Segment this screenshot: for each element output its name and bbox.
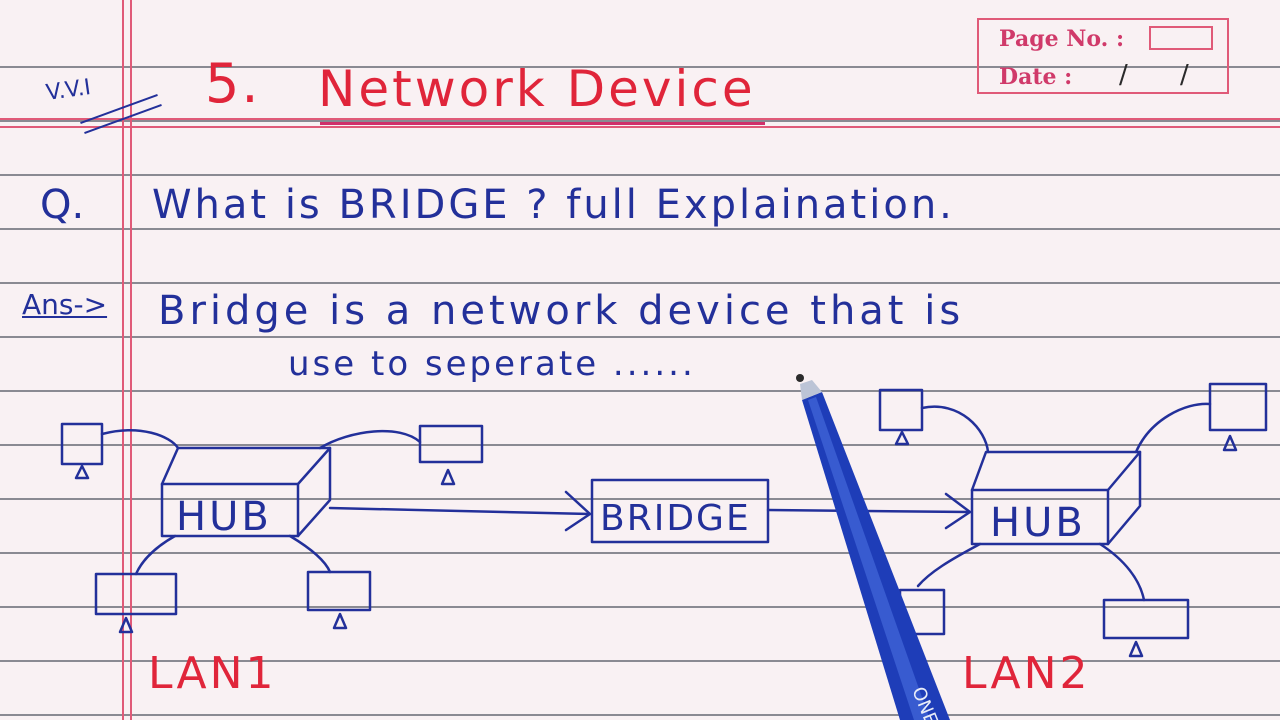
monitor-icon — [60, 422, 104, 480]
hub-right-label: HUB — [990, 500, 1086, 546]
monitor-icon — [94, 572, 178, 634]
cable-line — [288, 534, 332, 574]
link-bridge-hub — [766, 508, 972, 514]
monitor-icon — [418, 424, 484, 486]
bridge-label: BRIDGE — [600, 498, 751, 539]
date-label: Date : — [999, 64, 1073, 90]
title-number: 5. — [205, 52, 261, 115]
page-no-label: Page No. : — [999, 26, 1125, 52]
answer-line-1: Bridge is a network device that is — [158, 288, 965, 334]
monitor-icon — [878, 388, 924, 446]
hub-left-box — [160, 446, 332, 538]
margin-line-left-2 — [130, 0, 132, 720]
hub-right-box — [970, 450, 1142, 546]
lan1-label: LAN1 — [148, 648, 277, 699]
cable-line — [1134, 402, 1212, 454]
answer-line-2: use to seperate ...... — [288, 344, 696, 384]
header-rule-2 — [0, 126, 1280, 128]
cable-line — [1098, 542, 1146, 602]
page-date-box: Page No. : Date : / / — [977, 18, 1229, 94]
pen-icon: ONE — [796, 374, 950, 720]
arrowhead — [944, 492, 972, 530]
lan2-label: LAN2 — [962, 648, 1091, 699]
hub-left-label: HUB — [176, 494, 272, 540]
date-value: / / — [1119, 60, 1211, 90]
question-label: Q. — [40, 182, 85, 228]
cable-line — [916, 542, 982, 588]
answer-label: Ans-> — [22, 288, 108, 321]
cable-line — [134, 534, 177, 576]
arrowhead — [564, 490, 592, 532]
monitor-icon — [306, 570, 372, 630]
page-no-field — [1149, 26, 1213, 50]
monitor-icon — [1102, 598, 1190, 658]
cable-line — [318, 429, 422, 450]
margin-line-left-1 — [122, 0, 124, 720]
monitor-icon — [1208, 382, 1268, 452]
link-hub-bridge — [328, 506, 592, 516]
cable-line — [920, 405, 990, 454]
cable-line — [100, 429, 180, 450]
title-underline — [320, 122, 765, 125]
page-title: Network Device — [318, 60, 756, 118]
question-text: What is BRIDGE ? full Explaination. — [152, 182, 955, 228]
header-rule-1 — [0, 118, 1280, 120]
